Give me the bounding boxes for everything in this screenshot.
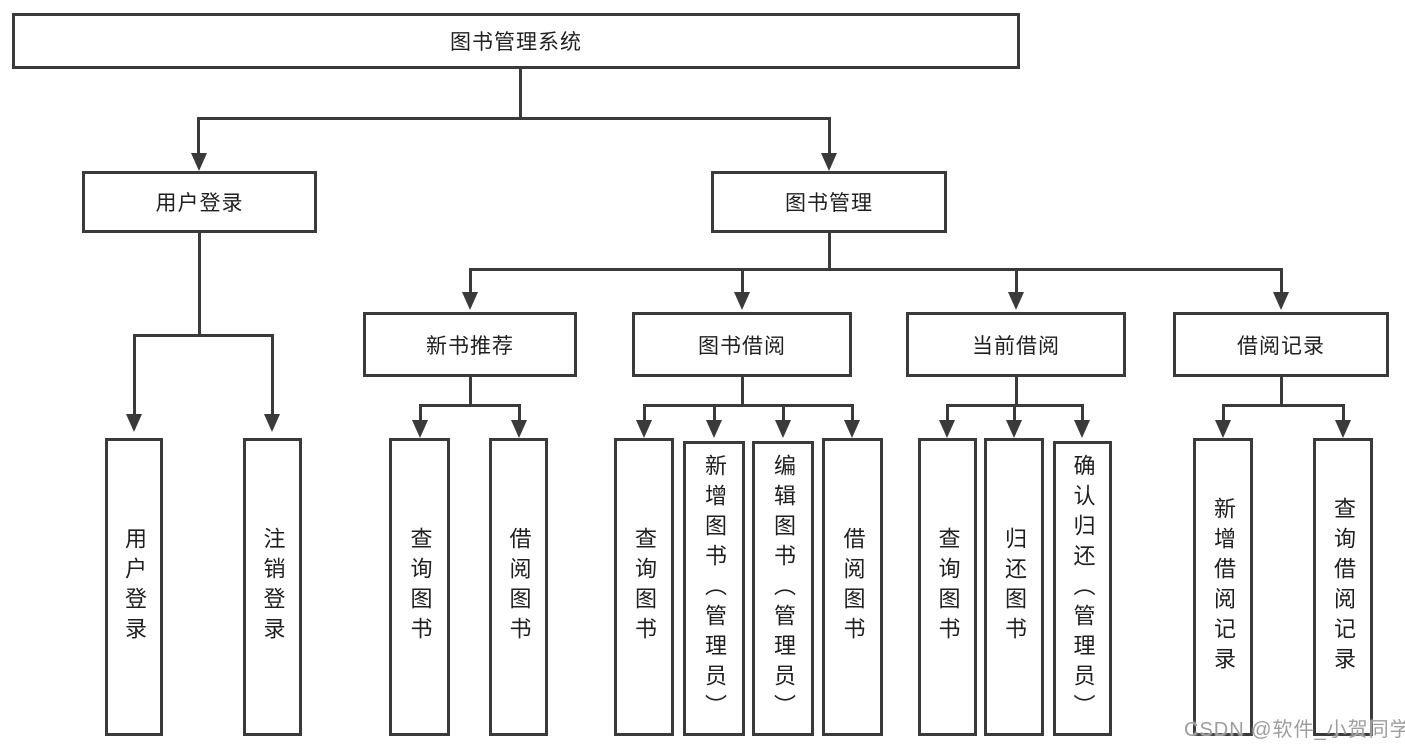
connector-drop-user-login [197,117,200,154]
leaf-return-books-label: 归还图书 [1002,527,1027,647]
arrowhead-down-icon [775,420,791,438]
node-book-management-label: 图书管理 [785,192,873,215]
connector-level2-rail [197,117,831,120]
leaf-add-borrow-record-label: 新增借阅记录 [1211,497,1236,677]
connector-drop-borrow-record [1280,268,1283,294]
arrowhead-down-icon [1215,420,1231,438]
leaf-query-books-3-label: 查询图书 [935,527,961,647]
leaf-confirm-return-admin: 确认归还（管理员） [1053,441,1112,736]
node-borrowing-records-label: 借阅记录 [1237,334,1325,358]
leaf-query-books-3: 查询图书 [918,438,977,736]
arrowhead-down-icon [1074,420,1090,438]
arrowhead-down-icon [939,420,955,438]
connector-drop-leaf [851,404,854,421]
node-new-book-recommend-label: 新书推荐 [426,334,514,358]
leaf-edit-books-admin-label: 编辑图书（管理员） [771,453,796,724]
leaf-query-books-2: 查询图书 [614,438,674,736]
node-book-borrowing-label: 图书借阅 [698,334,786,358]
leaf-query-borrow-record-label: 查询借阅记录 [1331,497,1356,677]
connector-level3-rail [469,268,1283,271]
connector-borrow-record-rail [1222,404,1344,407]
connector-drop-leaf [518,404,521,421]
leaf-edit-books-admin: 编辑图书（管理员） [752,441,814,736]
leaf-user-login: 用户登录 [105,438,163,736]
connector-drop-leaf [1081,404,1084,421]
node-borrowing-records: 借阅记录 [1173,312,1389,377]
leaf-return-books: 归还图书 [984,438,1044,736]
arrowhead-down-icon [1008,292,1024,310]
arrowhead-down-icon [706,420,722,438]
arrowhead-down-icon [1006,420,1022,438]
connector-new-book-rail [419,404,520,407]
node-current-borrowing: 当前借阅 [906,312,1126,377]
connector-book-mgmt-stem [828,233,831,271]
leaf-add-borrow-record: 新增借阅记录 [1193,438,1253,736]
connector-drop-leaf [946,404,949,421]
arrowhead-down-icon [412,420,428,438]
node-library-system: 图书管理系统 [12,13,1020,69]
connector-book-borrow-rail [644,404,853,407]
leaf-query-books-2-label: 查询图书 [632,527,657,647]
arrowhead-down-icon [636,420,652,438]
arrowhead-down-icon [462,292,478,310]
arrowhead-down-icon [126,414,142,432]
connector-new-book-stem [469,377,472,407]
connector-user-login-rail [133,334,274,337]
leaf-borrow-books-2: 借阅图书 [822,438,883,736]
node-new-book-recommend: 新书推荐 [363,312,577,377]
connector-book-borrow-stem [741,377,744,407]
leaf-borrow-books-2-label: 借阅图书 [840,527,866,647]
leaf-query-books-1-label: 查询图书 [407,527,433,647]
node-current-borrowing-label: 当前借阅 [972,334,1060,358]
node-book-management: 图书管理 [711,171,947,233]
arrowhead-down-icon [511,420,527,438]
connector-root-stem [519,68,522,120]
connector-drop-book-mgmt [828,117,831,154]
connector-drop-leaf [713,404,716,421]
leaf-user-login-label: 用户登录 [122,527,147,647]
leaf-borrow-books-1-label: 借阅图书 [506,527,532,647]
arrowhead-down-icon [264,414,280,432]
connector-drop-leaf [643,404,646,421]
leaf-query-borrow-record: 查询借阅记录 [1313,438,1373,736]
arrowhead-down-icon [821,153,837,171]
leaf-confirm-return-admin-label: 确认归还（管理员） [1070,453,1096,724]
connector-drop-current-borrow [1015,268,1018,294]
node-library-system-label: 图书管理系统 [450,31,582,54]
leaf-logout: 注销登录 [243,438,302,736]
connector-current-borrow-stem [1015,377,1018,407]
arrowhead-down-icon [191,153,207,171]
connector-drop-leaf [782,404,785,421]
arrowhead-down-icon [734,292,750,310]
leaf-logout-label: 注销登录 [260,527,286,647]
node-user-login: 用户登录 [82,171,317,233]
connector-drop-new-book [469,268,472,294]
leaf-add-books-admin-label: 新增图书（管理员） [702,453,727,724]
arrowhead-down-icon [1273,292,1289,310]
csdn-watermark: CSDN @软件_小贺同学 [1184,719,1405,741]
connector-drop-login-leaf [133,334,136,415]
connector-drop-leaf [419,404,422,421]
arrowhead-down-icon [1335,420,1351,438]
leaf-query-books-1: 查询图书 [389,438,450,736]
connector-drop-leaf [1342,404,1345,421]
leaf-add-books-admin: 新增图书（管理员） [683,441,745,736]
connector-drop-leaf [1013,404,1016,421]
node-book-borrowing: 图书借阅 [632,312,852,377]
arrowhead-down-icon [844,420,860,438]
connector-user-login-stem [198,233,201,337]
node-user-login-label: 用户登录 [155,192,244,215]
connector-drop-logout-leaf [271,334,274,415]
leaf-borrow-books-1: 借阅图书 [489,438,548,736]
connector-drop-leaf [1222,404,1225,421]
connector-drop-book-borrow [741,268,744,294]
connector-borrow-record-stem [1280,377,1283,407]
